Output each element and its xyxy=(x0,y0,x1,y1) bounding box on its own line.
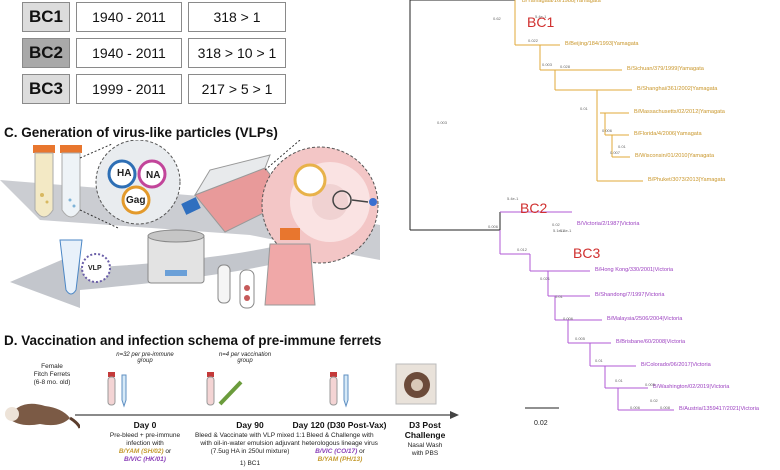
branch-length-label: 5.4e-1 xyxy=(560,228,572,233)
bc-range: 1940 - 2011 xyxy=(76,2,182,32)
d3-title: D3 Post Challenge xyxy=(404,420,446,440)
bc-label: BC2 xyxy=(22,38,70,68)
branch-length-label: 0.005 xyxy=(645,382,656,387)
branch-length-label: 0.006 xyxy=(630,405,641,410)
branch-length-label: 0.028 xyxy=(560,64,571,69)
branch-length-label: 0.003 xyxy=(437,120,448,125)
timeline-arrow xyxy=(75,411,459,419)
branch-length-label: 0.01 xyxy=(555,294,563,299)
blood-tube-icon xyxy=(107,372,127,408)
tree-taxon-label: B/Washington/02/2019|Victoria xyxy=(653,384,730,390)
phylogenetic-tree xyxy=(409,0,674,411)
branch-length-label: 5.4e-1 xyxy=(535,14,547,19)
bc-ratio: 318 > 10 > 1 xyxy=(188,38,286,68)
tree-taxon-label: B/Wisconsin/01/2010|Yamagata xyxy=(635,153,715,159)
gag-label: Gag xyxy=(126,195,146,206)
ferret-icon xyxy=(5,403,80,429)
table-row: BC3 1999 - 2011 217 > 5 > 1 xyxy=(22,74,286,104)
branch-length-label: 0.022 xyxy=(528,38,539,43)
branch-length-label: 0.007 xyxy=(610,150,621,155)
tree-taxon-label: B/Shandong/7/1997|Victoria xyxy=(595,292,665,298)
tree-taxon-label: B/Shanghai/361/2002|Yamagata xyxy=(637,86,718,92)
day120-desc: Bleed & Challenge with heterologous line… xyxy=(302,432,378,447)
day90-desc: Bleed & Vaccinate with VLP mixed 1:1 wit… xyxy=(195,432,305,455)
tree-taxon-label: B/Malaysia/2506/2004|Victoria xyxy=(607,316,683,322)
bc3-clade-label: BC3 xyxy=(573,245,601,261)
day0-desc: Pre-bleed + pre-immune infection with xyxy=(109,432,181,447)
branch-length-label: 0.005 xyxy=(575,336,586,341)
day0-or: or xyxy=(163,448,172,455)
scale-label: 0.02 xyxy=(534,420,548,427)
nasal-wash-icon xyxy=(395,363,437,405)
tree-taxon-label: B/Victoria/2/1987|Victoria xyxy=(577,221,640,227)
section-c-title: C. Generation of virus-like particles (V… xyxy=(4,125,278,140)
syringe-icon xyxy=(206,372,243,406)
vlp-bottle-icon xyxy=(264,228,316,306)
branch-length-label: 0.006 xyxy=(563,316,574,321)
tree-taxon-label: B/Sichuan/379/1999|Yamagata xyxy=(627,66,704,72)
vlp-generation-illustration xyxy=(0,140,380,309)
bc-range: 1999 - 2011 xyxy=(76,74,182,104)
branch-length-label: 0.62 xyxy=(493,16,501,21)
scale-bar xyxy=(525,407,559,409)
breakpoint-table: BC1 1940 - 2011 318 > 1 BC2 1940 - 2011 … xyxy=(22,0,286,110)
tree-taxon-label: B/Beijing/184/1993|Yamagata xyxy=(565,41,639,47)
day120-yam-strain: B/YAM (PH/13) xyxy=(317,456,363,463)
day90-title: Day 90 xyxy=(236,420,264,430)
d3-desc: Nasal Wash with PBS xyxy=(407,442,443,457)
bc-label: BC3 xyxy=(22,74,70,104)
table-row: BC1 1940 - 2011 318 > 1 xyxy=(22,2,286,32)
day0-yam-strain: B/YAM (SH/02) xyxy=(118,448,164,455)
branch-length-label: 0.006 xyxy=(602,128,613,133)
branch-length-label: 0.02 xyxy=(650,398,658,403)
tree-taxon-label: B/Austria/1359417/2021|Victoria xyxy=(679,406,760,412)
vlp-label: VLP xyxy=(88,265,102,272)
branch-length-label: 0.01 xyxy=(618,144,626,149)
branch-length-label: 0.021 xyxy=(540,276,551,281)
tree-taxon-label: B/Colorado/06/2017|Victoria xyxy=(641,362,711,368)
tree-taxon-label: B/Massachusetts/02/2012|Yamagata xyxy=(634,109,725,115)
tree-taxon-label: B/Phuket/3073/2013|Yamagata xyxy=(648,177,726,183)
branch-length-label: 0.012 xyxy=(517,247,528,252)
day120-title: Day 120 (D30 Post-Vax) xyxy=(292,420,387,430)
bc-range: 1940 - 2011 xyxy=(76,38,182,68)
tree-taxon-label: B/Hong Kong/330/2001|Victoria xyxy=(595,267,674,273)
culture-tube-icon xyxy=(60,145,82,218)
ferret-label: Female Fitch Ferrets (6-8 mo. old) xyxy=(33,363,71,386)
branch-length-label: 0.02 xyxy=(552,222,560,227)
branch-length-label: 0.003 xyxy=(542,62,553,67)
centrifuge-icon xyxy=(147,229,205,284)
branch-length-label: 5.4e-1 xyxy=(507,196,519,201)
day0-title: Day 0 xyxy=(133,420,157,430)
table-row: BC2 1940 - 2011 318 > 10 > 1 xyxy=(22,38,286,68)
day120-vic-strain: B/VIC (CO/17) xyxy=(315,448,358,455)
branch-length-label: 0.008 xyxy=(660,405,671,410)
tree-taxon-label: B/Brisbane/60/2008|Victoria xyxy=(616,339,686,345)
tree-taxon-label: B/Yamagata/16/1988|Yamagata xyxy=(522,0,601,4)
branch-length-label: 0.01 xyxy=(615,378,623,383)
culture-tube-icon xyxy=(33,145,55,218)
na-label: NA xyxy=(146,170,161,181)
tree-taxon-label: B/Florida/4/2006|Yamagata xyxy=(634,131,702,137)
branch-length-label: 0.01 xyxy=(580,106,588,111)
bc2-clade-label: BC2 xyxy=(520,200,548,216)
blood-tube-icon xyxy=(329,372,349,408)
day0-vic-strain: B/VIC (HK/01) xyxy=(124,456,166,463)
group-size-label: n=4 per vaccination group xyxy=(218,352,272,364)
ha-label: HA xyxy=(117,168,132,179)
group-size-label: n=32 per pre-immune group xyxy=(116,352,174,364)
day120-or: or xyxy=(357,448,365,455)
bc-ratio: 217 > 5 > 1 xyxy=(188,74,286,104)
day90-item: 1) BC1 xyxy=(239,460,261,467)
branch-length-label: 0.01 xyxy=(595,358,603,363)
branch-length-label: 0.006 xyxy=(488,224,499,229)
branch-length-label: 5.1e-1 xyxy=(553,228,565,233)
bc1-clade-label: BC1 xyxy=(527,14,555,30)
bc-label: BC1 xyxy=(22,2,70,32)
bc-ratio: 318 > 1 xyxy=(188,2,286,32)
section-d-title: D. Vaccination and infection schema of p… xyxy=(4,333,382,348)
